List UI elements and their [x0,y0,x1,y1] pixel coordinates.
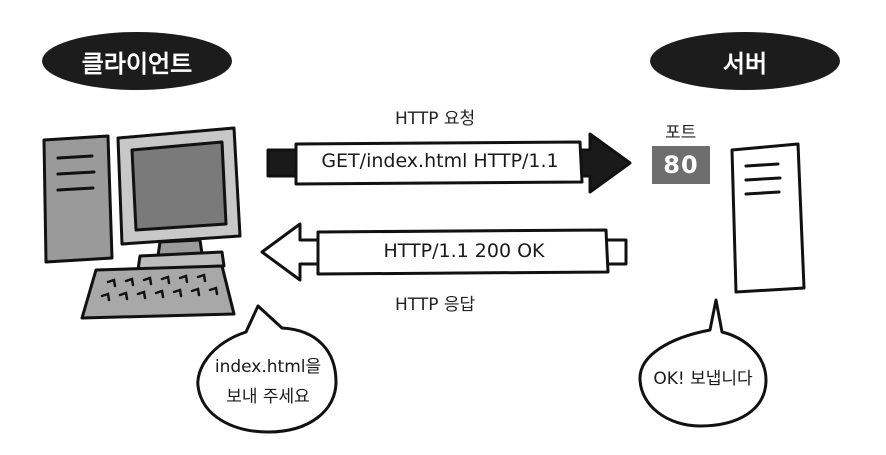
request-caption: HTTP 요청 [395,109,476,129]
client-label-text: 클라이언트 [81,49,193,78]
server-label: 서버 [650,32,840,90]
client-tower-icon [42,134,114,264]
server-speech-bubble [638,298,768,428]
client-bubble-line2: 보내 주세요 [226,387,310,407]
port-label: 포트 [665,123,697,143]
client-bubble-text: index.html을 보내 주세요 [206,352,330,412]
request-arrow [266,132,632,194]
port-value: 80 [663,151,699,179]
server-bubble-text: OK! 보냅니다 [653,369,753,389]
response-caption: HTTP 응답 [395,295,476,315]
server-label-text: 서버 [722,49,768,78]
client-label: 클라이언트 [42,32,232,90]
response-message: HTTP/1.1 200 OK [383,240,545,262]
client-bubble-line1: index.html을 [214,357,322,377]
response-arrow [260,222,628,282]
server-tower-icon [730,142,806,294]
client-computer-icon [42,126,242,320]
port-badge: 80 [652,146,710,184]
client-speech-bubble [196,304,338,434]
request-message: GET/index.html HTTP/1.1 [321,150,559,172]
